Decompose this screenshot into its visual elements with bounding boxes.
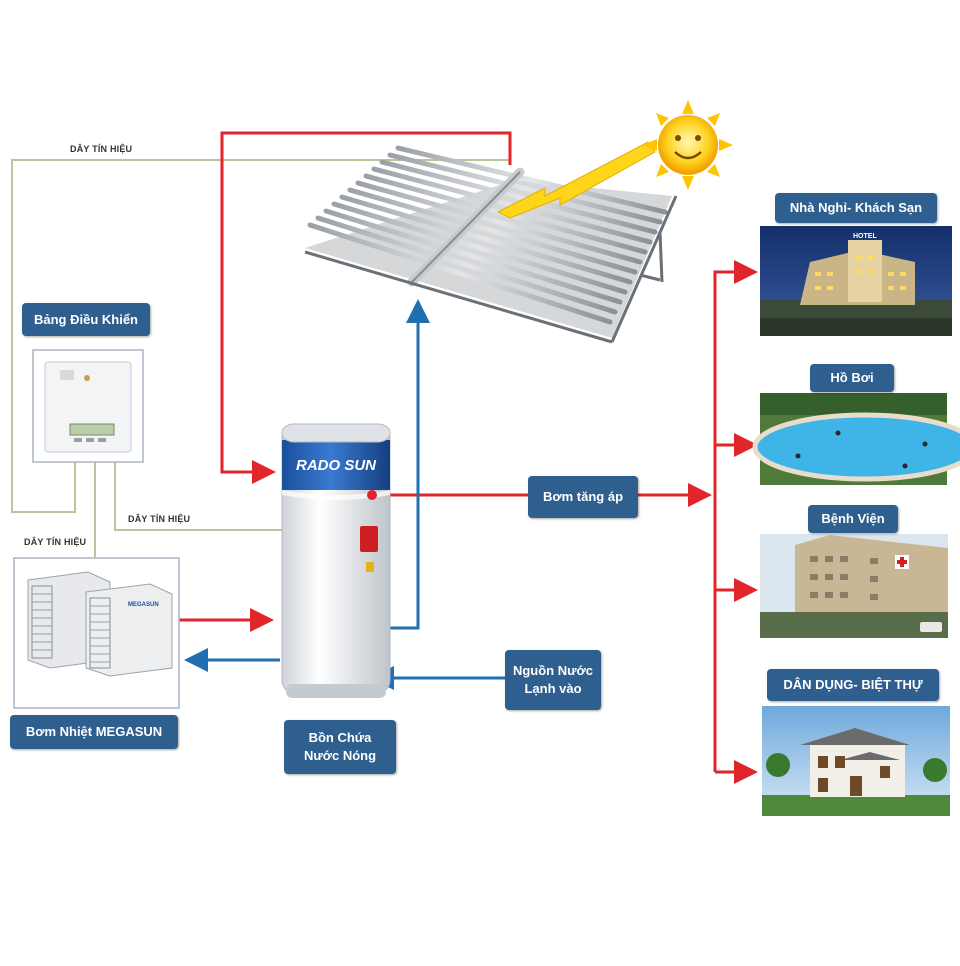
booster-pump-label: Bơm tăng áp [528,476,638,518]
photo-hospital [760,534,948,638]
destination-label-hospital: Bệnh Viện [808,505,898,533]
signal-wire-label-middle: DÂY TÍN HIỆU [128,514,191,524]
heat-pump-brand: MEGASUN [128,602,159,608]
photo-pool [752,393,960,485]
destination-label-hotel: Nhà Nghỉ- Khách Sạn [775,193,937,223]
signal-wires [11,159,510,557]
tank-brand: RADO SUN [296,457,377,474]
control-panel-label: Bảng Điều Khiển [22,303,150,336]
signal-wire-label-top: DÂY TÍN HIỆU [70,144,133,154]
destination-label-pool: Hồ Bơi [810,364,894,392]
signal-wire-label-left: DÂY TÍN HIỆU [24,537,87,547]
photo-hotel: HOTEL [760,226,952,336]
heat-pump-label: Bơm Nhiệt MEGASUN [10,715,178,749]
tank-label: Bồn Chứa Nước Nóng [284,720,396,774]
storage-tank: RADO SUN [281,423,391,698]
hotel-sign: HOTEL [853,233,877,240]
photo-villa [762,706,950,816]
control-panel-device [44,361,132,453]
sun-icon [643,100,733,190]
sun-beam [496,141,656,219]
cold-flow-lines [184,299,505,690]
cold-water-label: Nguồn Nước Lạnh vào [505,650,601,710]
destination-label-villa: DÂN DỤNG- BIỆT THỰ [767,669,939,701]
heat-pump-units: MEGASUN [27,571,173,677]
hot-flow-lines [178,131,758,784]
solar-collector [304,145,678,344]
